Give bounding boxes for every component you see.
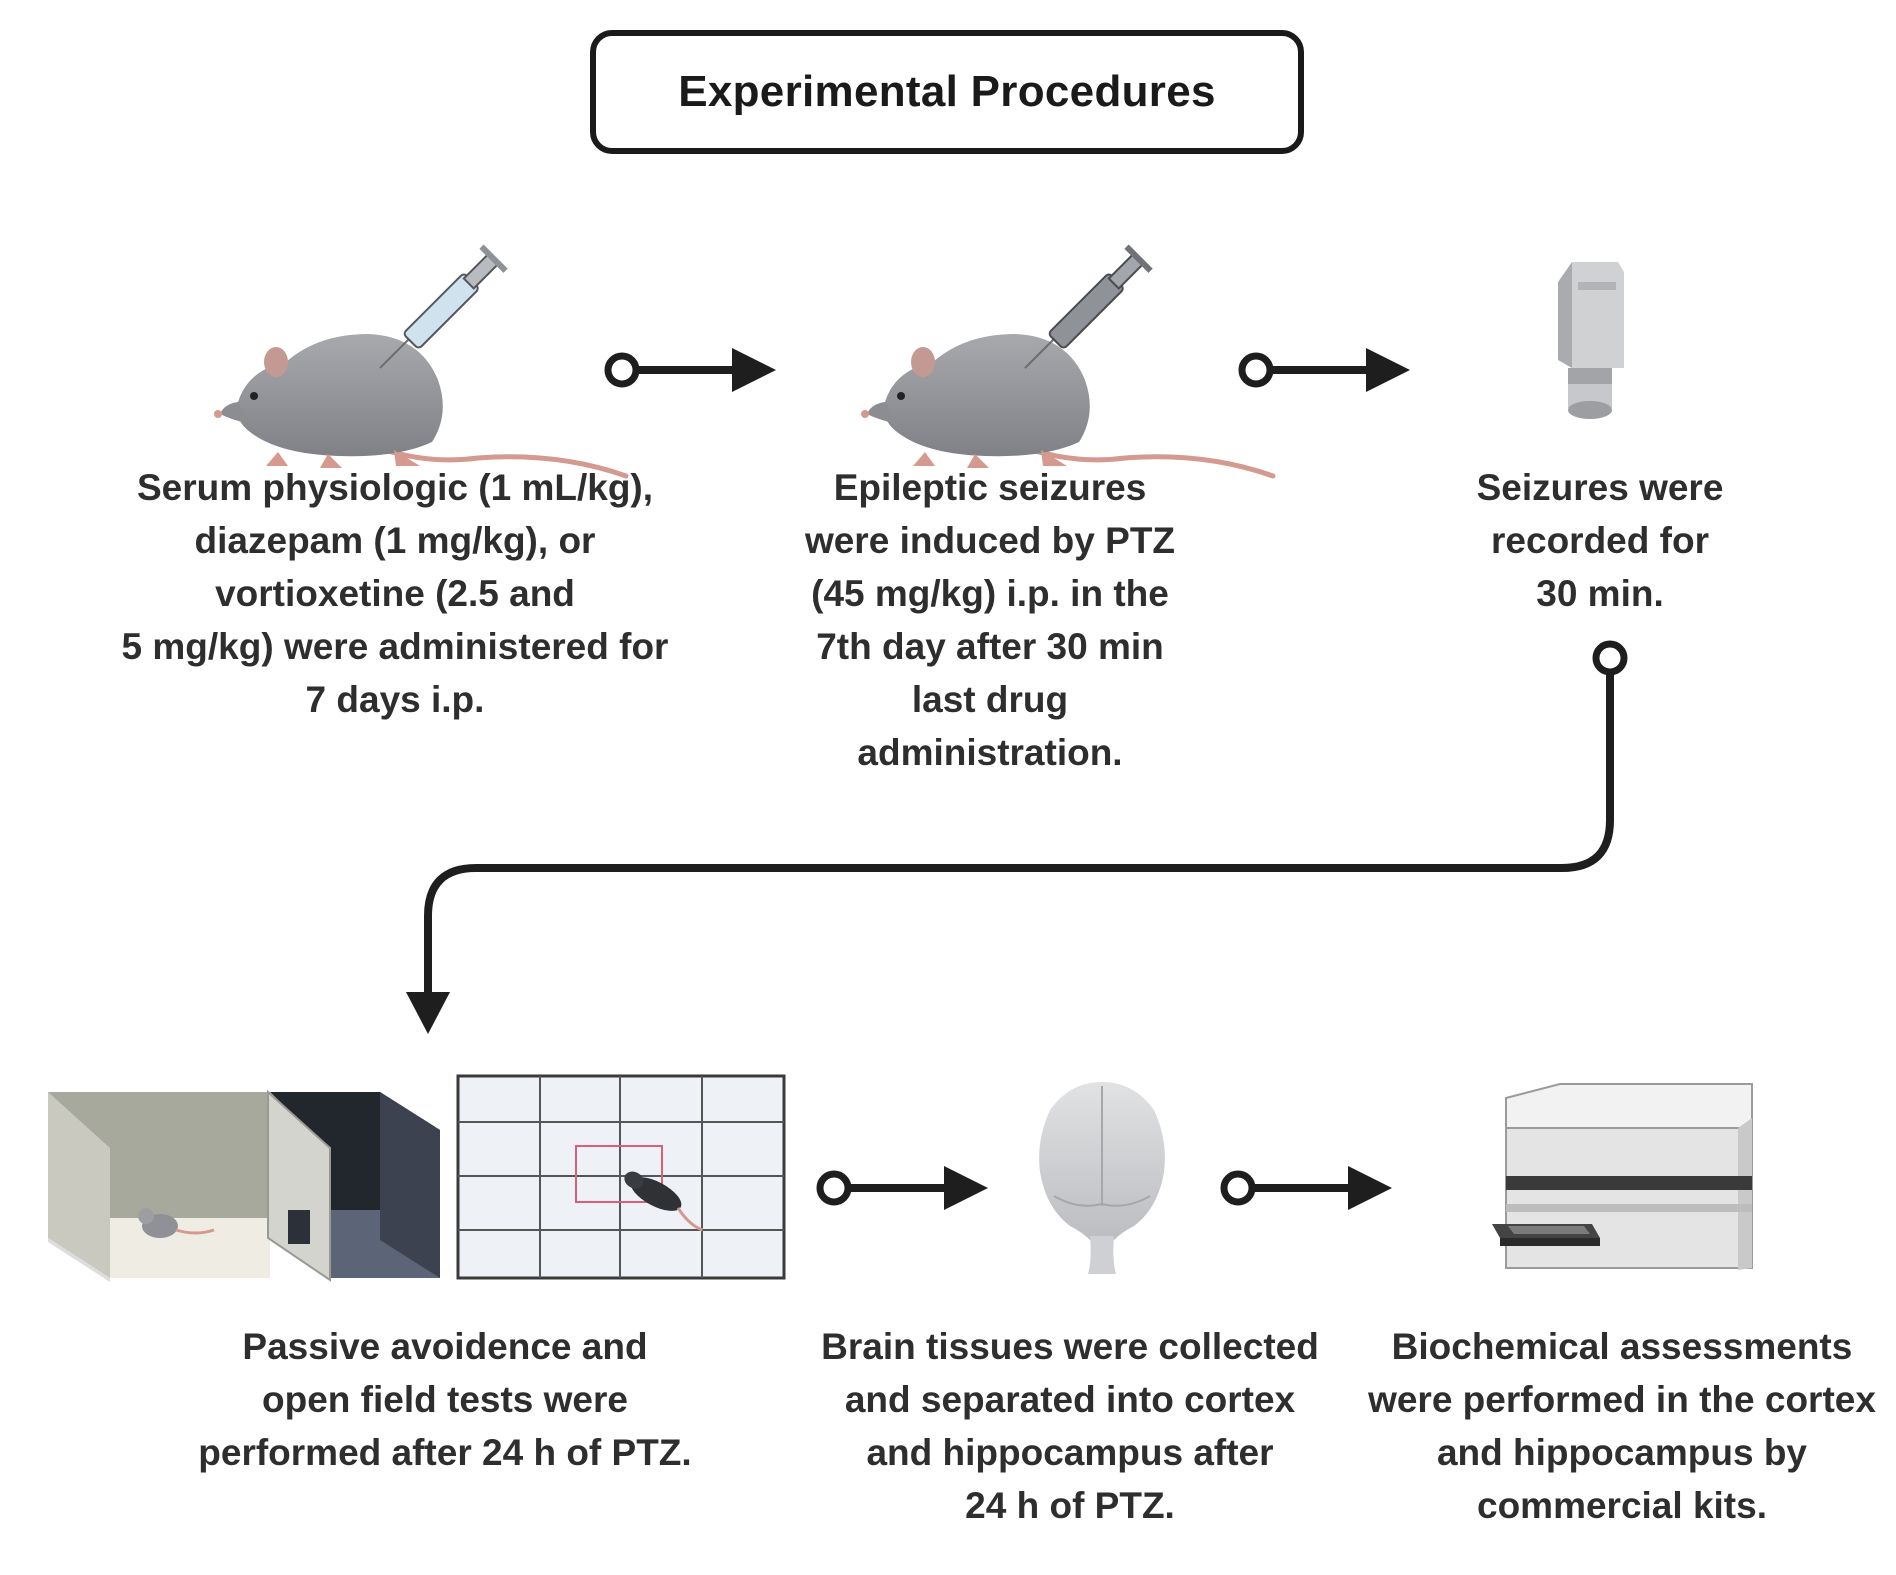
step-dissection-text: Brain tissues were collected and separat… (821, 1326, 1319, 1526)
step-treatment-text: Serum physiologic (1 mL/kg), diazepam (1… (121, 467, 669, 720)
open-field-arena-icon (456, 1074, 786, 1280)
step-induction-text: Epileptic seizures were induced by PTZ (… (804, 467, 1176, 773)
connector-arrow-3 (816, 1166, 988, 1210)
rat-syringe-icon-1 (214, 243, 626, 476)
connector-arrow-4 (1220, 1166, 1392, 1210)
step-biochem-text: Biochemical assessments were performed i… (1368, 1326, 1876, 1526)
title-box: Experimental Procedures (590, 30, 1304, 154)
microplate-reader-icon (1492, 1083, 1753, 1270)
diagram-title: Experimental Procedures (678, 67, 1216, 116)
brain-icon (1039, 1082, 1165, 1274)
passive-avoidance-box-icon (48, 1089, 440, 1282)
step-behavior-text: Passive avoidence and open field tests w… (198, 1326, 692, 1473)
step-recording-text: Seizures were recorded for 30 min. (1476, 467, 1724, 614)
connector-arrow-1 (604, 348, 776, 392)
video-camera-icon (1558, 262, 1624, 419)
connector-arrow-2 (1238, 348, 1410, 392)
rat-syringe-icon-2 (861, 244, 1273, 476)
connector-path-down (406, 640, 1628, 1034)
